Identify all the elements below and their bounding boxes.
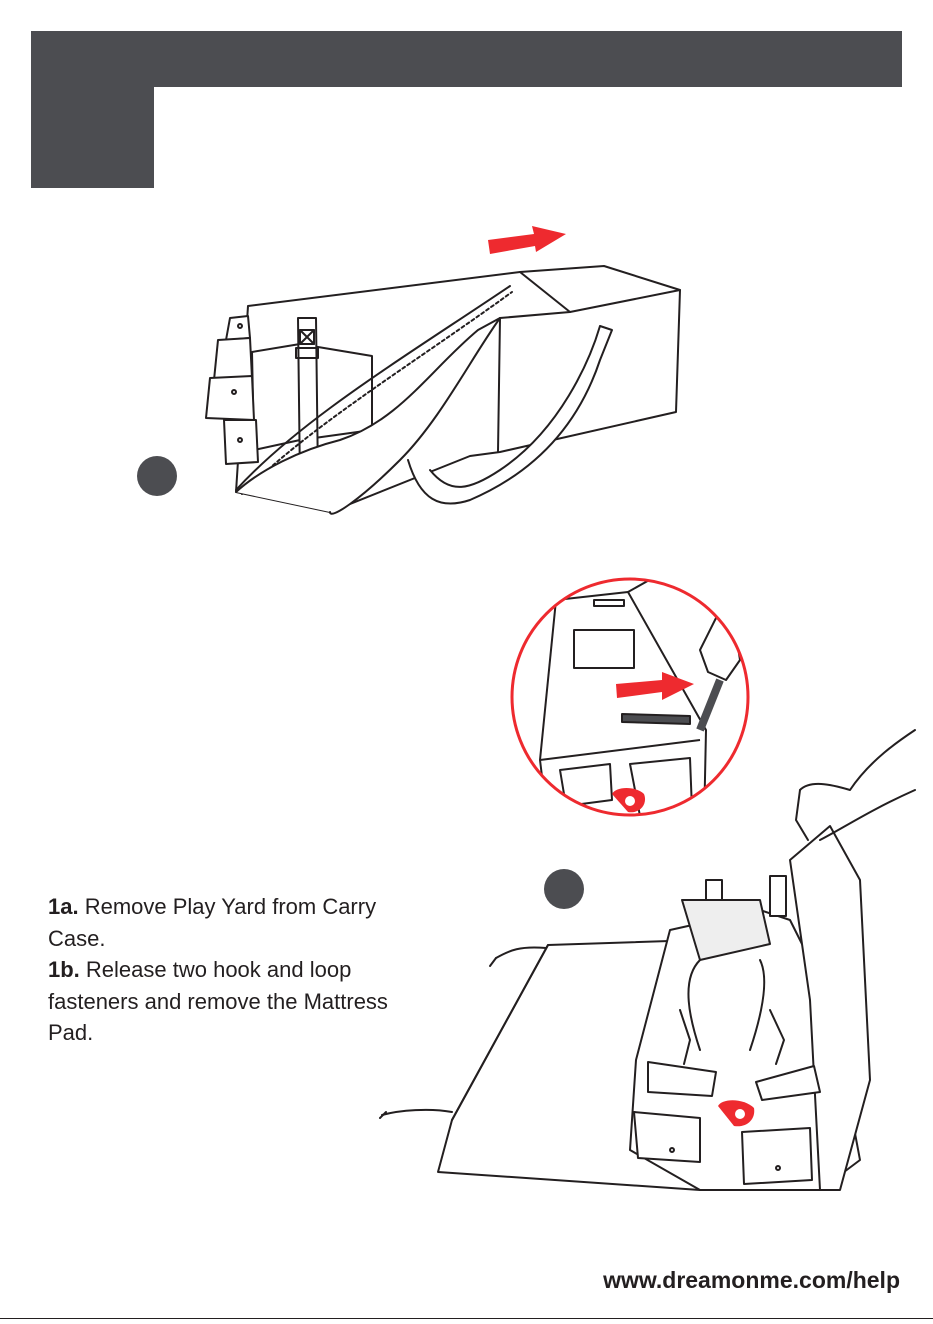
instruction-1b-text: Release two hook and loop fasteners and … (48, 957, 388, 1045)
instructions-text: 1a. Remove Play Yard from Carry Case. 1b… (48, 891, 428, 1049)
instruction-1b-id: 1b. (48, 957, 80, 982)
instruction-1a-text: Remove Play Yard from Carry Case. (48, 894, 376, 951)
instruction-1a: 1a. Remove Play Yard from Carry Case. (48, 891, 428, 954)
bottom-rule (0, 1318, 933, 1319)
step-marker-1b (544, 869, 584, 909)
instruction-1b: 1b. Release two hook and loop fasteners … (48, 954, 428, 1049)
instruction-1a-id: 1a. (48, 894, 79, 919)
help-url[interactable]: www.dreamonme.com/help (603, 1267, 900, 1294)
